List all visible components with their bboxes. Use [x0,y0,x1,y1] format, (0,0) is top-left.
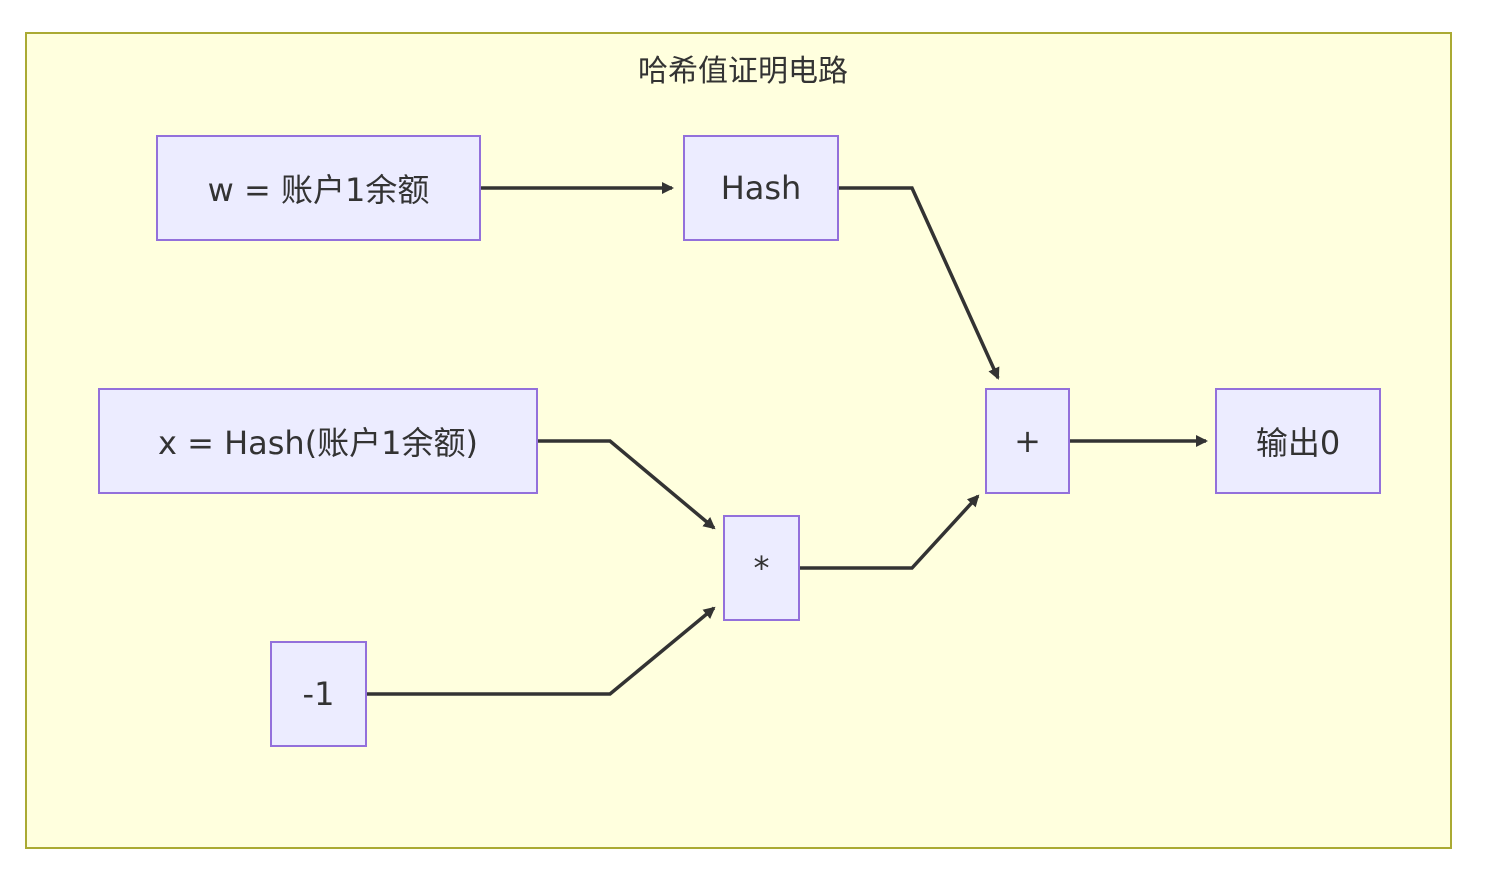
node-hash: Hash [683,135,839,241]
node-multiply: * [723,515,800,621]
node-x-label: x = Hash(账户1余额) [157,424,479,462]
node-w-account-balance: w = 账户1余额 [156,135,481,241]
edge-mul-to-add [800,494,980,570]
edge-x-to-mul [538,439,716,530]
node-w-label: w = 账户1余额 [207,171,430,209]
node-output-zero: 输出0 [1215,388,1381,494]
edge-neg1-to-mul [367,606,716,696]
subgraph-title: 哈希值证明电路 [638,54,848,89]
node-add: + [985,388,1070,494]
node-multiply-label: * [753,549,770,587]
node-x-hash-account-balance: x = Hash(账户1余额) [98,388,538,494]
node-hash-label: Hash [720,169,802,207]
node-negative-one: -1 [270,641,367,747]
node-add-label: + [1014,422,1041,460]
node-negative-one-label: -1 [302,675,335,713]
edge-hash-to-add [839,186,1000,380]
node-output-label: 输出0 [1255,424,1341,462]
